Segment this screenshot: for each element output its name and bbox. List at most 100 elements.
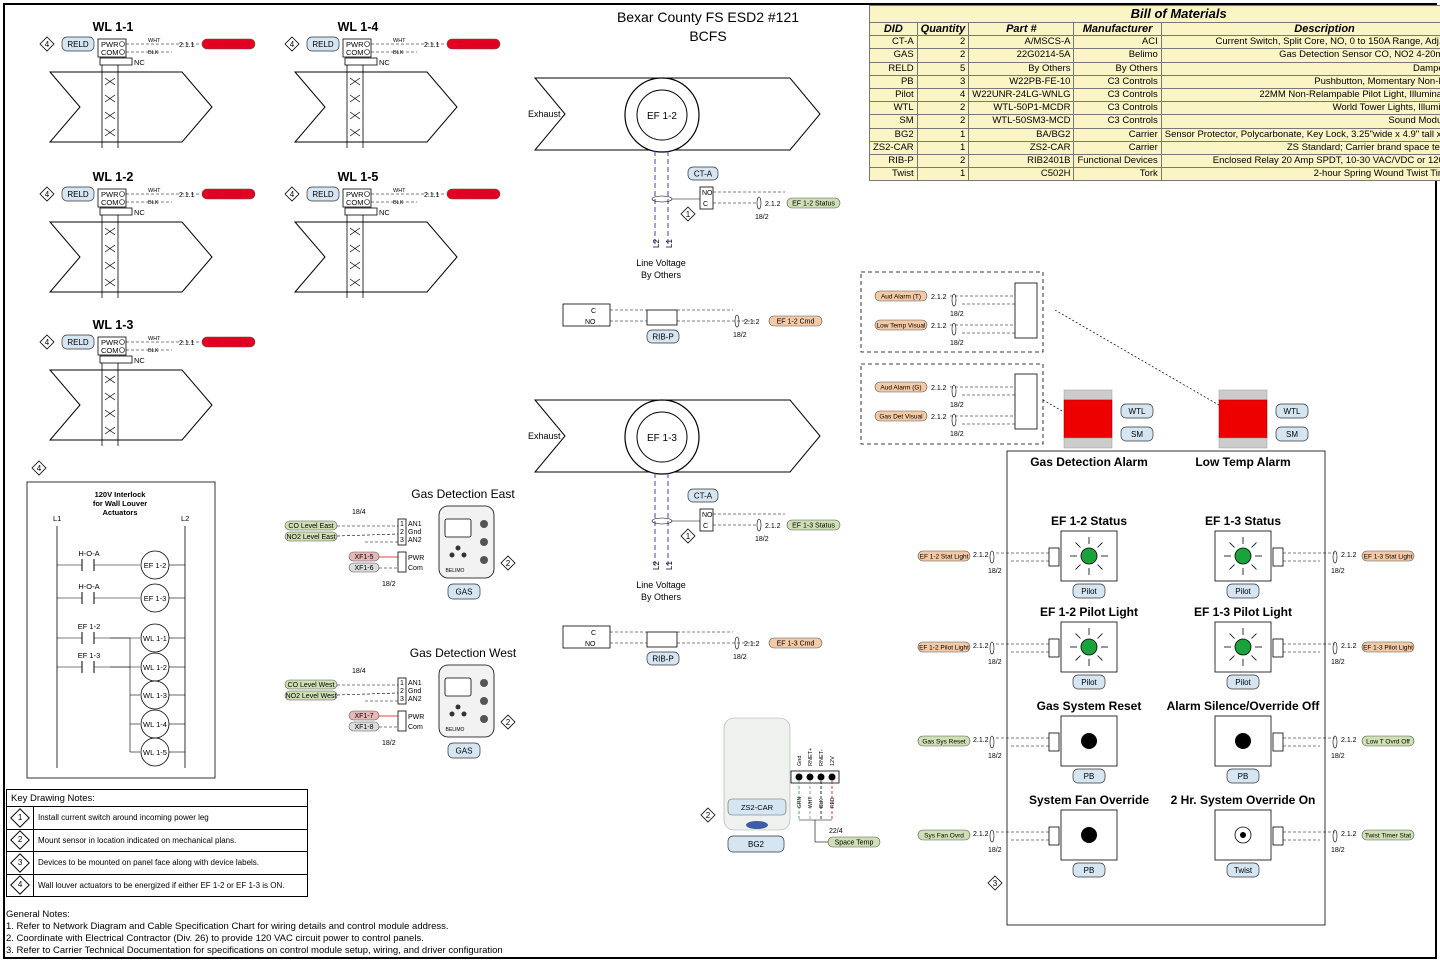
panel-item-title: EF 1-3 Status	[1205, 514, 1281, 528]
blk-label: BLK	[393, 50, 404, 56]
louver-blade	[104, 409, 116, 418]
general-notes-header: General Notes:	[6, 909, 70, 920]
general-note: 1. Refer to Network Diagram and Cable Sp…	[6, 921, 449, 932]
louver-title: WL 1-4	[338, 20, 379, 34]
l1-label: L1	[665, 239, 674, 248]
wtl-device-label: WTL	[1284, 407, 1301, 416]
ladder-note: 4	[31, 460, 47, 476]
panel-tag-label: Low T Ovrd Off	[1366, 738, 1410, 745]
alarm-input-tag-shape	[874, 381, 928, 393]
c-label: C	[703, 201, 708, 208]
bom-cell: WTL-50P1-MCDR	[968, 101, 1075, 116]
gas-input-tag-label: CO Level East	[288, 523, 333, 530]
wire-number: 2.1.2	[973, 552, 989, 559]
starter-block	[562, 303, 611, 327]
space-temp-note: 2	[700, 807, 716, 823]
panel-gauge-label: 18/2	[988, 568, 1002, 575]
actuator-base	[99, 207, 133, 216]
contact-label: H-O-A	[78, 549, 99, 558]
panel-tag-shape	[1361, 735, 1415, 747]
starter-block	[562, 625, 611, 649]
fan-cmd-gauge-label: 18/2	[733, 332, 747, 339]
ct-device-shape	[687, 166, 719, 181]
panel-device-label-shape	[1072, 674, 1106, 690]
term-num: 3	[400, 696, 404, 703]
terminal	[364, 49, 370, 55]
panel-device-label: Twist	[1226, 862, 1260, 878]
xf-tag-shape	[348, 562, 380, 573]
nc-label: NC	[134, 208, 145, 217]
term-pwr: PWR	[408, 714, 424, 721]
panel-terminal	[1048, 638, 1060, 658]
louver-note: 4	[284, 36, 300, 52]
term-com: Com	[408, 724, 423, 731]
gas-note-label: 2	[506, 559, 511, 568]
panel-note-shape	[987, 875, 1003, 891]
fan-status-gauge-ellipse	[756, 196, 762, 210]
louver-note: 4	[39, 334, 55, 350]
light-ray	[1097, 655, 1103, 661]
zs2-wire-label: GRN	[797, 797, 803, 809]
actuator-base	[344, 207, 378, 216]
light-ray	[1251, 564, 1257, 570]
bom-cell: W22PB-FE-10	[968, 74, 1075, 89]
starter-c: C	[591, 308, 596, 315]
gas-input-tag: NO2 Level West	[284, 690, 338, 701]
fan-status-tag-shape	[786, 519, 841, 531]
key-note-text: Devices to be mounted on panel face alon…	[33, 851, 308, 875]
panel-note: 3	[987, 875, 1003, 891]
ladder-title: for Wall Louver	[93, 499, 147, 508]
bom-cell: Enclosed Relay 20 Amp SPDT, 10-30 VAC/VD…	[1160, 153, 1440, 169]
louver-title: WL 1-3	[93, 318, 134, 332]
bom-cell: Tork	[1073, 167, 1162, 182]
panel-device-label: Pilot	[1072, 674, 1106, 690]
fan-note-shape	[680, 206, 696, 222]
gas-input-tag-label: CO Level West	[288, 682, 335, 689]
panel-device-label-label: PB	[1238, 772, 1249, 781]
sensor-button	[455, 704, 461, 710]
blk-label: BLK	[393, 200, 404, 206]
wire-number: 2.1.2	[1341, 552, 1357, 559]
low-temp-alarm-title: Low Temp Alarm	[1195, 455, 1290, 469]
coil-label: WL 1-5	[143, 748, 167, 757]
gas-term-numbers	[397, 518, 407, 546]
term-gnd: Gnd	[408, 529, 421, 536]
bom-header-quantity: Quantity	[916, 21, 970, 37]
fan-wheel	[636, 89, 688, 141]
nc-label: NC	[379, 58, 390, 67]
ct-device-label: CT-A	[694, 492, 713, 501]
gas-input-tag-label: NO2 Level West	[286, 693, 337, 700]
panel-tag: Twist Timer Stat	[1361, 829, 1415, 841]
ct-terminal-block	[699, 186, 714, 210]
gas-device-shape	[447, 742, 481, 759]
xf-tag-shape	[348, 710, 380, 721]
bom-cell: 2	[916, 114, 970, 129]
starter-no: NO	[585, 319, 596, 326]
panel-device-label-shape	[1072, 768, 1106, 784]
panel-item-title: EF 1-2 Pilot Light	[1040, 605, 1138, 619]
tower-base	[1063, 437, 1113, 449]
general-note: 2. Coordinate with Electrical Contractor…	[6, 933, 424, 944]
panel-tag-shape	[1361, 829, 1415, 841]
wht-label: WHT	[148, 336, 161, 342]
fan-status-gauge-ellipse	[756, 518, 762, 532]
coil-label: EF 1-2	[144, 561, 167, 570]
reld-device-shape	[306, 186, 340, 202]
line-voltage-label: Line Voltage	[636, 580, 686, 590]
panel-device-label-label: PB	[1084, 866, 1095, 875]
terminal	[119, 191, 125, 197]
wtl-device-label: WTL	[1129, 407, 1146, 416]
bg2-device-shape	[727, 835, 785, 853]
term-num: 1	[400, 521, 404, 528]
